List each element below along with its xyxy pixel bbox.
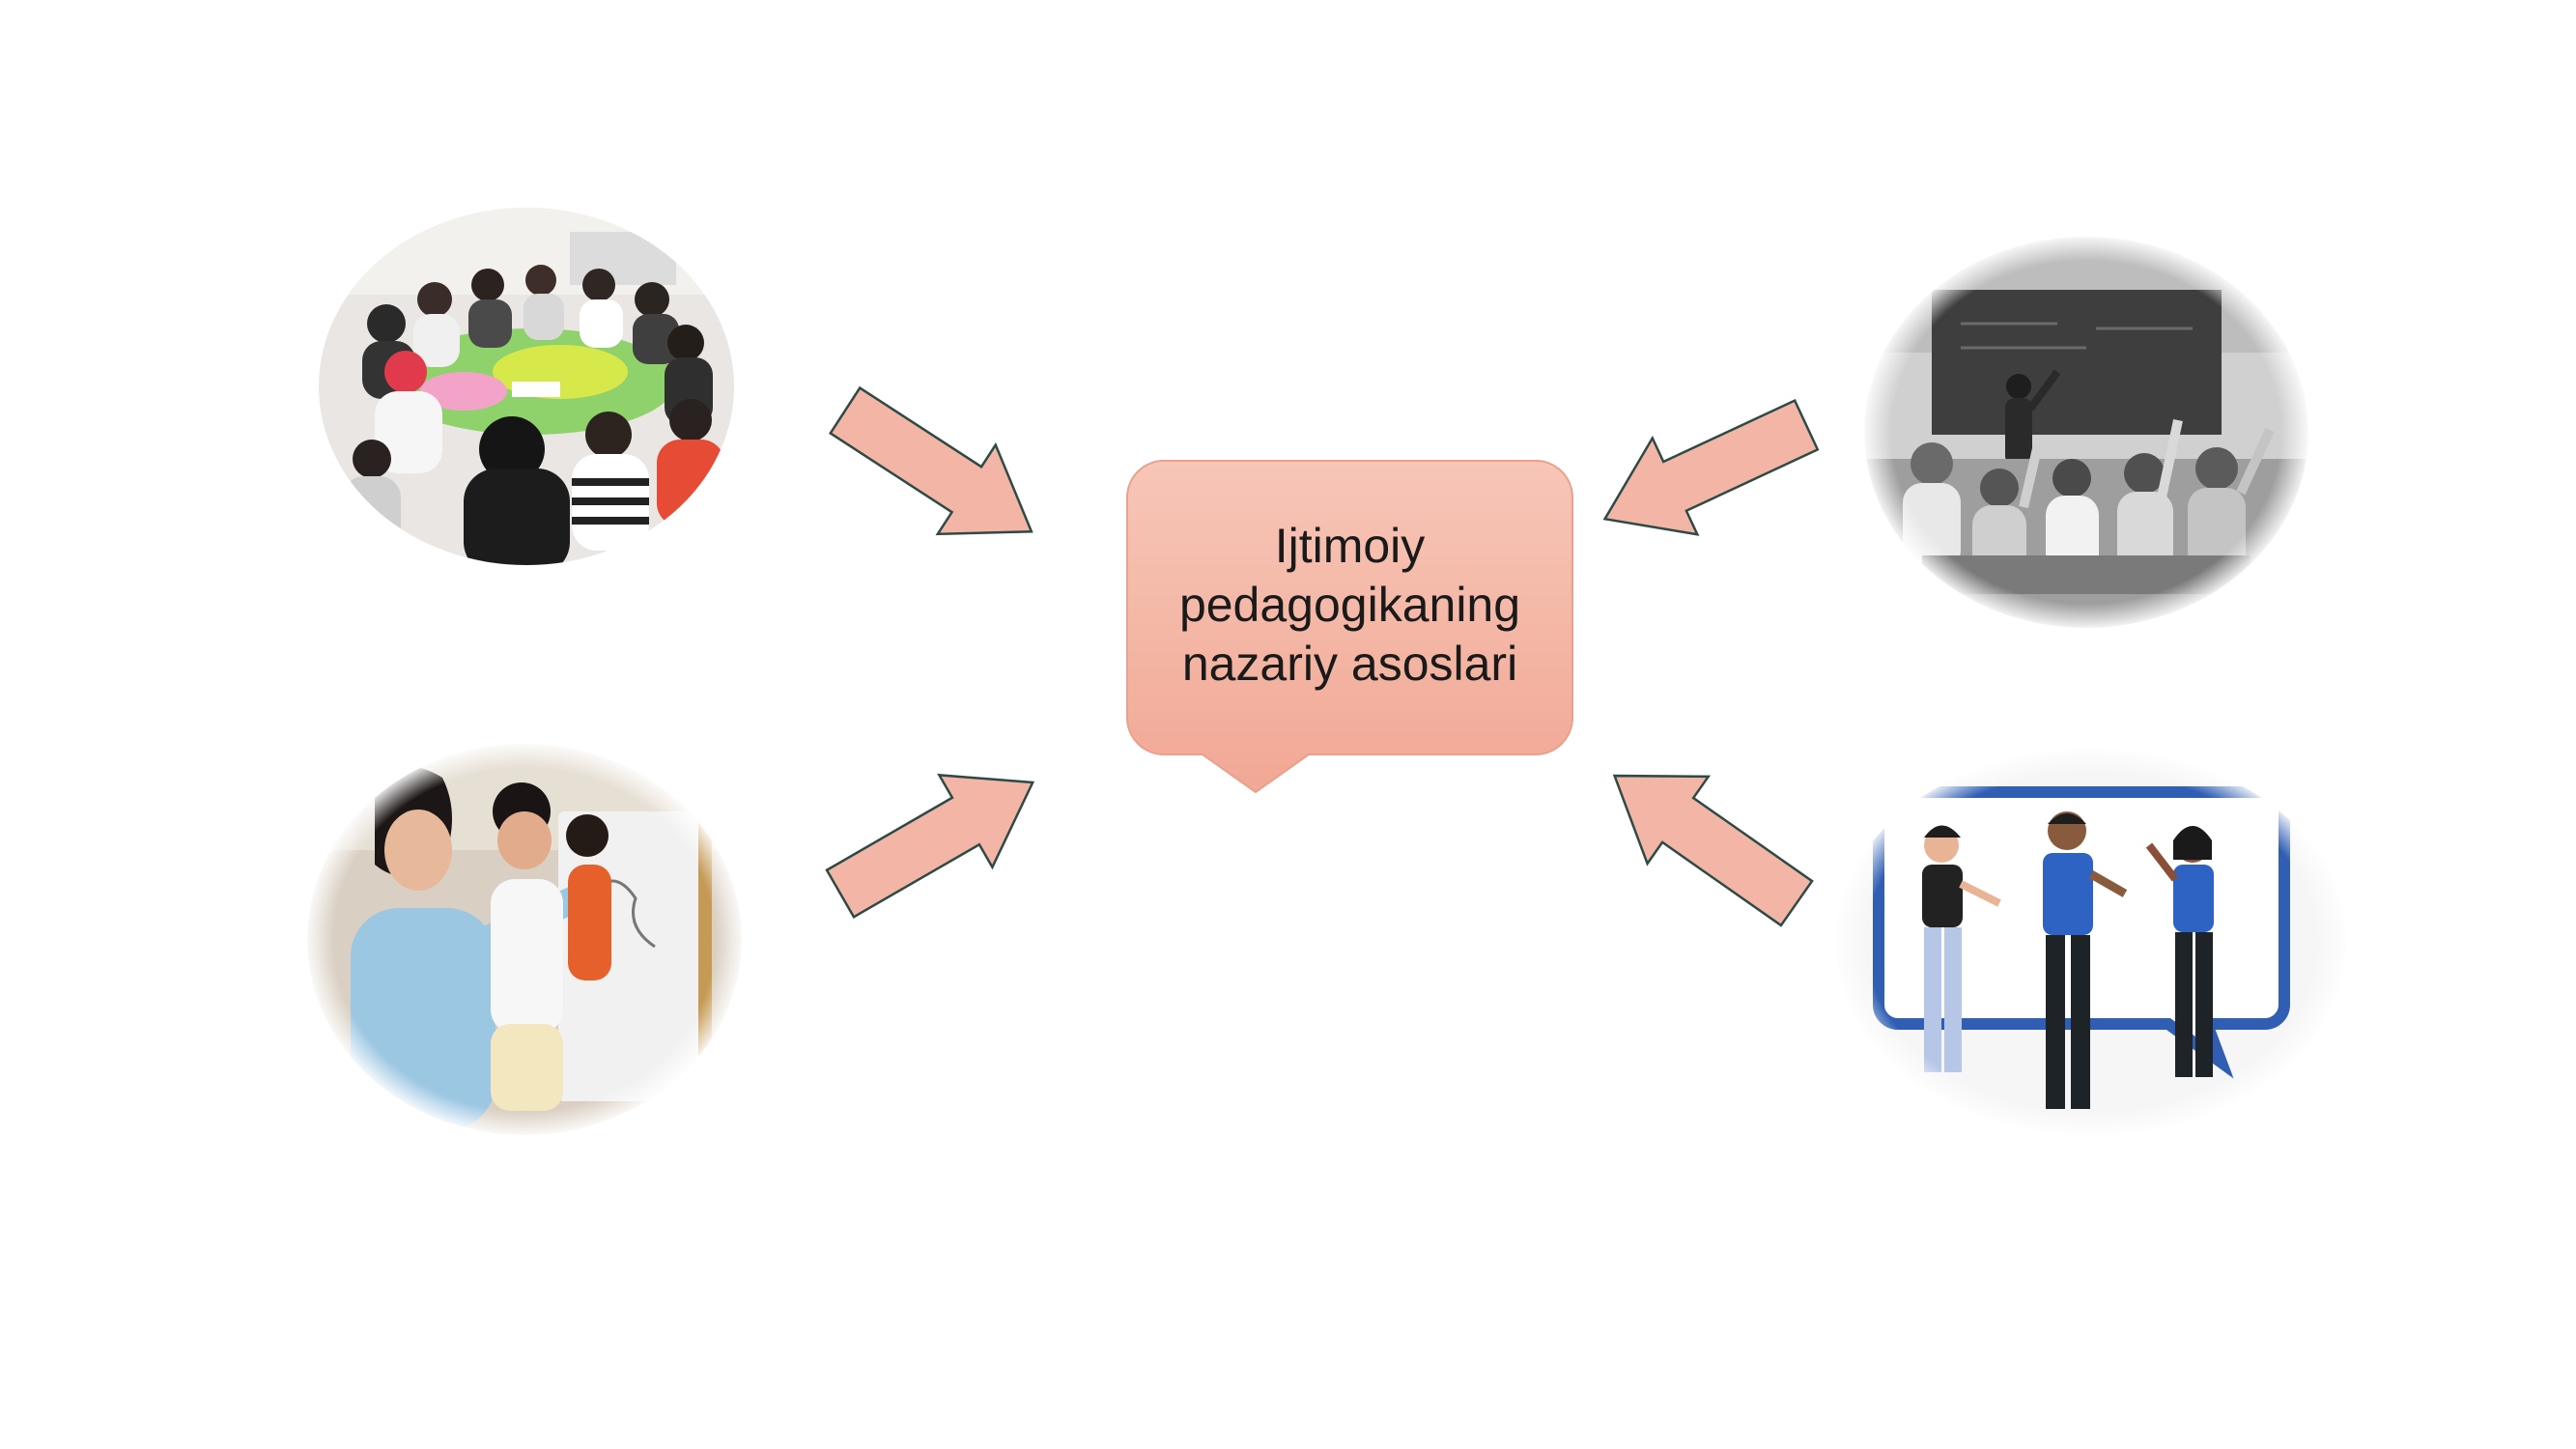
center-callout: Ijtimoiy pedagogikaning nazariy asoslari [1125, 459, 1574, 797]
center-title-line-3: nazariy asoslari [1181, 637, 1518, 691]
arrow-bottom-left [812, 735, 1061, 941]
classroom-photo [1864, 237, 2308, 628]
discussion-illustration [1835, 749, 2347, 1135]
painting-photo [307, 744, 742, 1135]
painting-image [307, 744, 742, 1135]
center-title-line-1: Ijtimoiy [1274, 519, 1426, 573]
classroom-image [1864, 237, 2308, 628]
center-title-line-2: pedagogikaning [1178, 578, 1521, 632]
arrow-top-left [814, 364, 1062, 578]
discussion-image [1835, 749, 2347, 1135]
arrow-bottom-right [1582, 730, 1828, 949]
center-title: Ijtimoiy pedagogikaning nazariy asoslari [1125, 517, 1574, 694]
callout-shape [1126, 460, 1573, 794]
arrow-top-right [1581, 375, 1830, 569]
